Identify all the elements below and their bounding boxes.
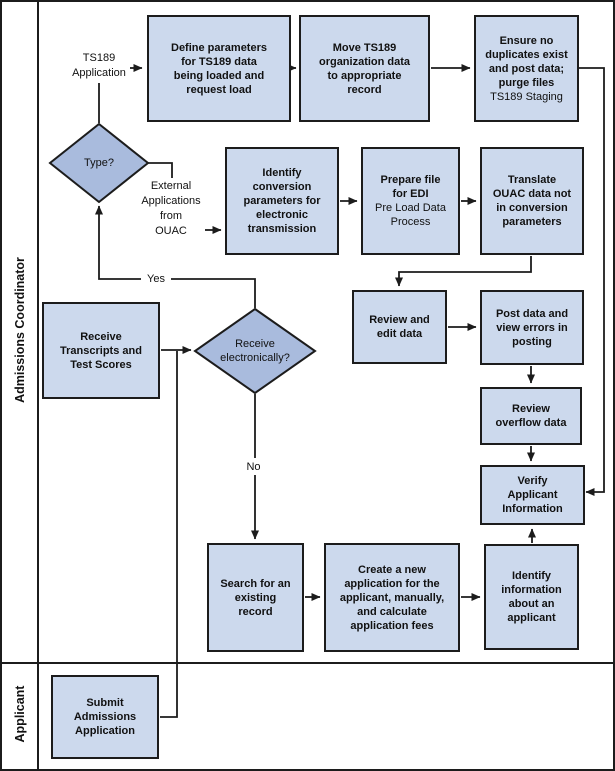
node-identify-information-applicant: Identify information about an applicant (484, 544, 579, 650)
decision-receive-electronically-label: Receive electronically? (220, 338, 290, 364)
node-ensure-no-duplicates: Ensure no duplicates exist and post data… (474, 15, 579, 122)
node-ensure-no-duplicates-label: Ensure no duplicates exist and post data… (485, 34, 568, 89)
node-translate-ouac-data: Translate OUAC data not in conversion pa… (480, 147, 584, 255)
node-post-data-view-errors-label: Post data and view errors in posting (495, 307, 569, 348)
node-prepare-file-edi: Prepare file for EDI Pre Load Data Proce… (361, 147, 460, 255)
connector-submit-to-decision (160, 351, 178, 718)
decision-type-shape (48, 122, 150, 204)
node-translate-ouac-data-label: Translate OUAC data not in conversion pa… (492, 174, 572, 228)
node-receive-transcripts: Receive Transcripts and Test Scores (42, 302, 160, 399)
edge-label-ts189-application: TS189 Application (72, 52, 126, 79)
edge-label-external-applications-ouac: External Applications from OUAC (141, 180, 201, 237)
decision-receive-electronically-shape (193, 307, 317, 395)
node-define-parameters-label: Define parameters for TS189 data being l… (171, 41, 267, 96)
node-verify-applicant-information: Verify Applicant Information (480, 465, 585, 525)
connector-translate-to-review-edit (395, 256, 532, 287)
lane-label-applicant: Applicant (13, 685, 27, 743)
node-submit-admissions-application: Submit Admissions Application (51, 675, 159, 759)
node-receive-transcripts-label: Receive Transcripts and Test Scores (60, 330, 142, 371)
node-search-existing-record-label: Search for an existing record (220, 577, 291, 618)
connector-type-to-external-label (148, 162, 173, 178)
node-create-new-application: Create a new application for the applica… (324, 543, 460, 652)
node-identify-conversion-parameters-label: Identify conversion parameters for elect… (243, 167, 321, 235)
node-review-edit-data: Review and edit data (352, 290, 447, 364)
node-move-ts189-data: Move TS189 organization data to appropri… (299, 15, 430, 122)
decision-type-label: Type? (84, 157, 114, 169)
node-verify-applicant-information-label: Verify Applicant Information (502, 475, 563, 515)
lane-label-admissions-coordinator: Admissions Coordinator (13, 257, 27, 403)
edge-label-yes: Yes (141, 271, 171, 287)
node-move-ts189-data-label: Move TS189 organization data to appropri… (318, 41, 411, 96)
node-search-existing-record: Search for an existing record (207, 543, 304, 652)
node-create-new-application-label: Create a new application for the applica… (339, 563, 445, 632)
node-identify-information-applicant-label: Identify information about an applicant (501, 570, 562, 624)
connector-yes-path (95, 205, 256, 308)
connector-ensure-to-verify-rail (579, 67, 605, 496)
node-prepare-file-edi-sublabel: Pre Load Data Process (375, 202, 446, 228)
node-prepare-file-edi-label: Prepare file for EDI (380, 174, 441, 200)
node-review-overflow-data-label: Review overflow data (495, 403, 567, 429)
node-review-overflow-data: Review overflow data (480, 387, 582, 445)
node-post-data-view-errors: Post data and view errors in posting (480, 290, 584, 365)
node-define-parameters: Define parameters for TS189 data being l… (147, 15, 291, 122)
node-review-edit-data-label: Review and edit data (369, 314, 430, 340)
node-identify-conversion-parameters: Identify conversion parameters for elect… (225, 147, 339, 255)
node-submit-admissions-application-label: Submit Admissions Application (73, 697, 137, 737)
edge-label-no: No (240, 458, 267, 475)
node-ensure-no-duplicates-sublabel: TS189 Staging (490, 90, 563, 103)
